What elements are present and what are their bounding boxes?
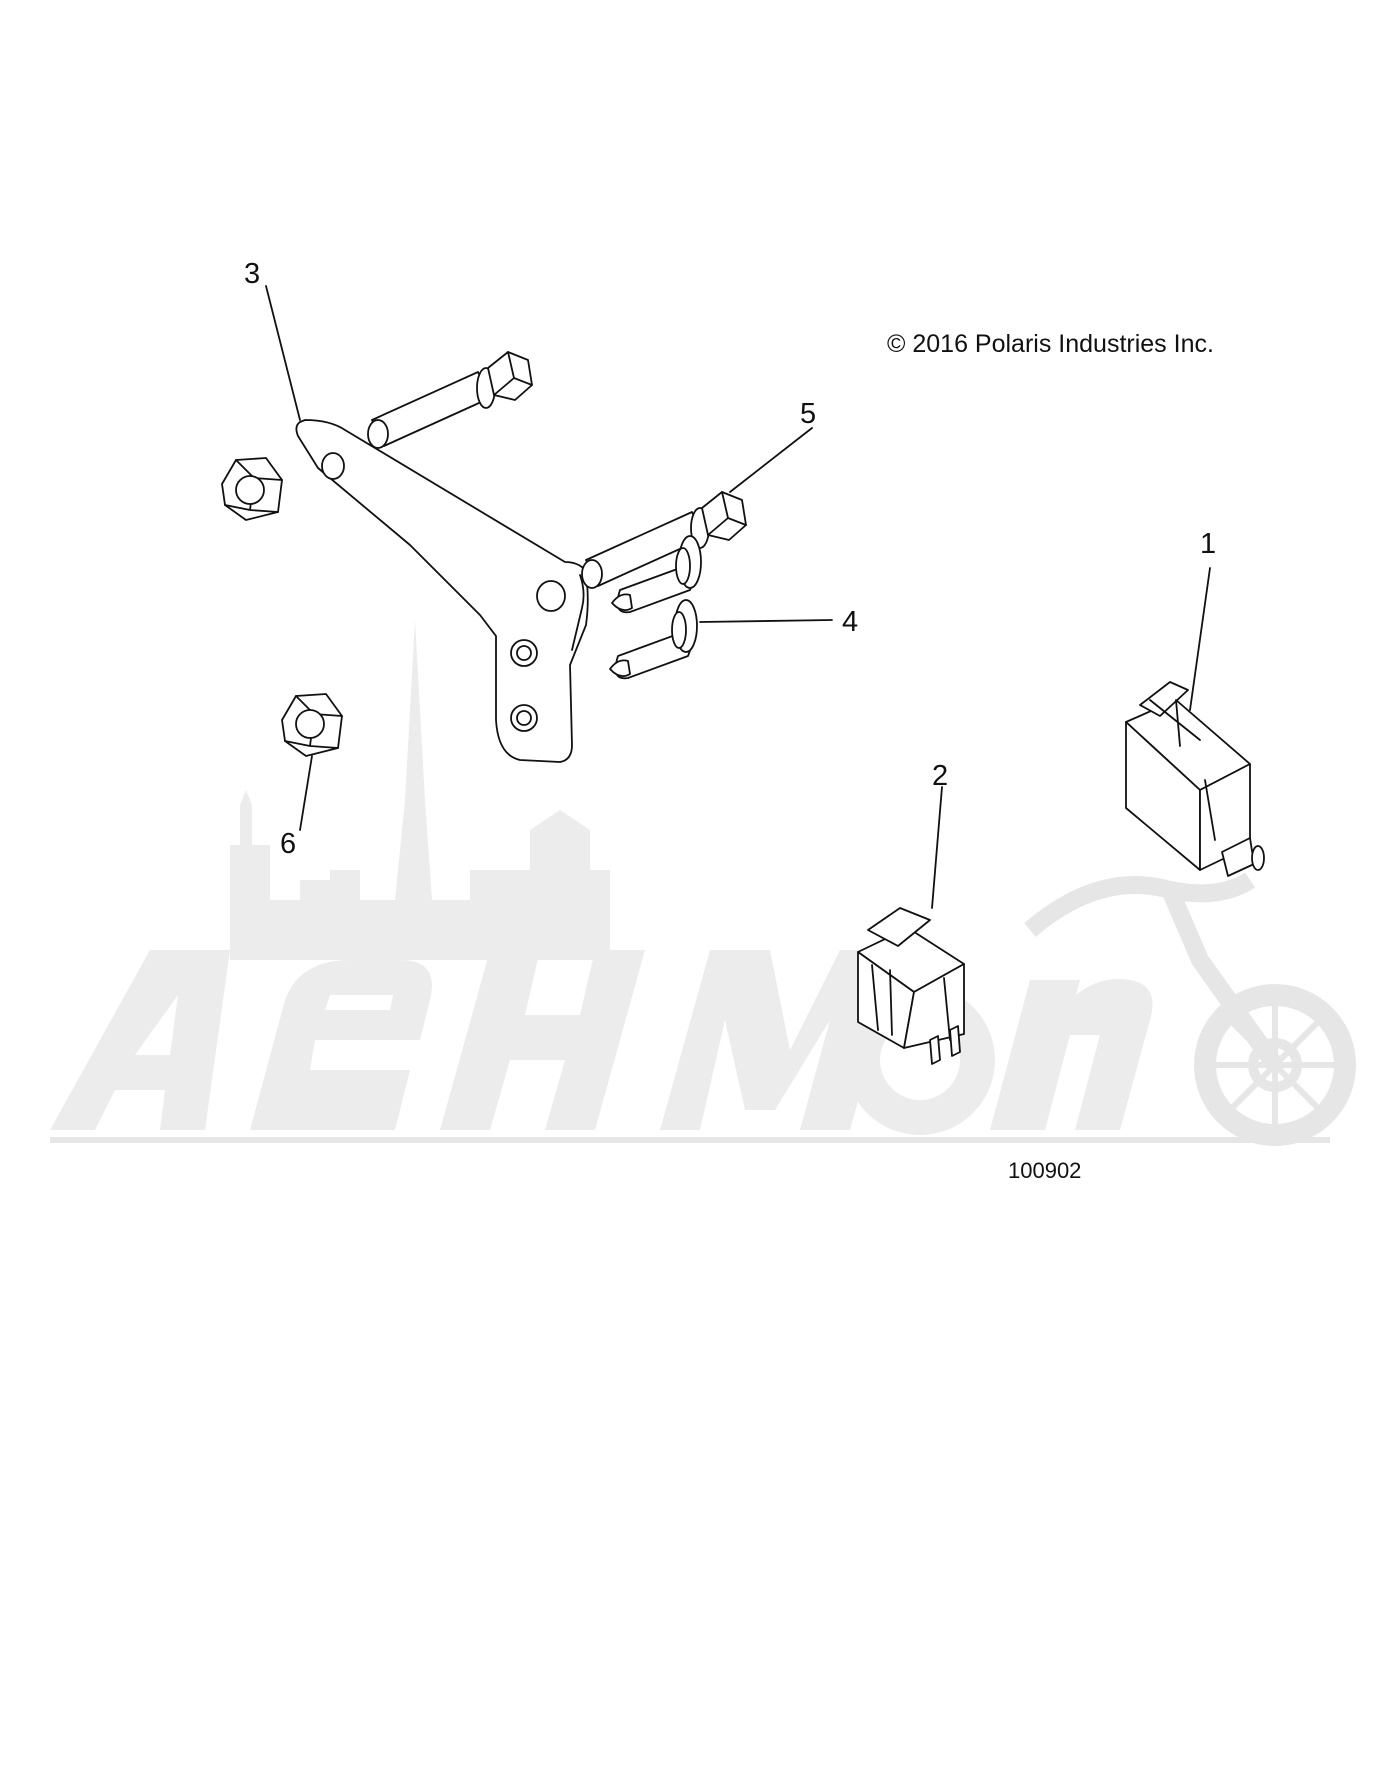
flange-bolt-part (581, 491, 747, 589)
flange-nut-upper (221, 457, 283, 521)
callout-3: 3 (244, 258, 261, 290)
rocker-switch-part-2 (857, 907, 965, 1065)
figure-number: 100902 (1008, 1158, 1082, 1183)
rocker-switch-part-1 (1125, 681, 1265, 877)
callout-4: 4 (842, 606, 859, 638)
flange-nut-part (281, 693, 343, 757)
callout-1: 1 (1200, 528, 1217, 560)
mounting-bracket-part (295, 419, 589, 763)
callout-6: 6 (280, 828, 297, 860)
copyright-notice: © 2016 Polaris Industries Inc. (887, 330, 1214, 358)
callout-2: 2 (932, 760, 949, 792)
leader-lines (265, 285, 1211, 909)
flange-bolt-upper (367, 351, 533, 449)
push-rivet-part (609, 535, 702, 680)
callout-5: 5 (800, 398, 817, 430)
